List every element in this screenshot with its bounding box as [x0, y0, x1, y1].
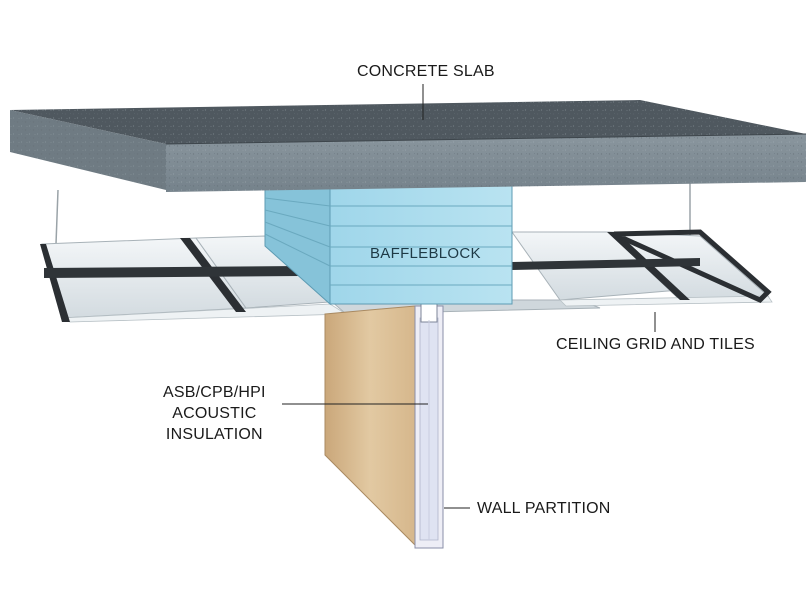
label-concrete-slab: CONCRETE SLAB: [357, 63, 495, 80]
concrete-slab-shape: [10, 100, 807, 192]
baffleblock-shape: [264, 185, 513, 306]
insulation-line-3: INSULATION: [165, 426, 263, 443]
label-ceiling-grid: CEILING GRID AND TILES: [556, 336, 755, 353]
leader-lines: [282, 84, 656, 509]
wall-partition-shape: [324, 299, 444, 549]
insulation-line-2: ACOUSTIC: [172, 405, 257, 422]
label-insulation: ASB/CPB/HPI ACOUSTIC INSULATION: [163, 382, 266, 445]
insulation-line-1: ASB/CPB/HPI: [163, 384, 266, 401]
label-baffleblock: BAFFLEBLOCK: [370, 245, 481, 262]
label-wall-partition: WALL PARTITION: [477, 500, 611, 517]
grid-runners: [40, 229, 772, 322]
